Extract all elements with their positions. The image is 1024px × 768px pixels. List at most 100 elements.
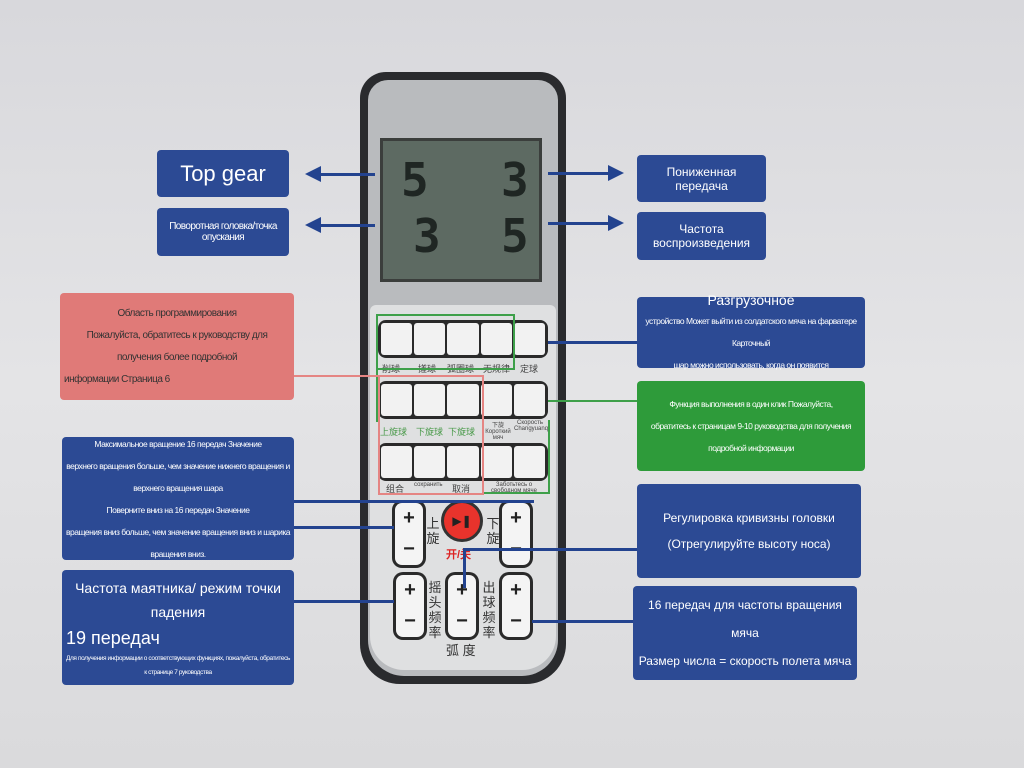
plus-icon: +: [404, 579, 416, 601]
connector-line: [294, 600, 394, 603]
key-label: сохранить: [414, 482, 443, 488]
key-cancel[interactable]: [447, 446, 479, 478]
connector-line: [294, 526, 394, 529]
key-save[interactable]: [414, 446, 446, 478]
minus-icon: −: [403, 538, 415, 560]
programming-title: Область программирования: [117, 307, 237, 319]
plus-icon: +: [403, 507, 415, 529]
unload-text: шар можно использовать, когда он появитс…: [673, 359, 829, 370]
key-push[interactable]: [414, 323, 446, 355]
key-backspin-2[interactable]: [447, 384, 479, 416]
topspin-stepper[interactable]: +−: [392, 500, 426, 568]
oscillation-label: 摇头频率: [428, 580, 442, 640]
swivel-text: Поворотная головка/точка опускания: [169, 221, 277, 243]
key-label: 下旋球: [448, 427, 476, 437]
pendulum-text: Для получения информации о соответствующ…: [66, 654, 290, 676]
plus-icon: +: [510, 507, 522, 529]
low-gear-text: Пониженная передача: [666, 164, 737, 193]
key-free-2[interactable]: [513, 446, 546, 478]
connector-line: [532, 620, 634, 623]
minus-icon: −: [404, 610, 416, 632]
arrow-left-icon: [305, 217, 321, 233]
lcd-top-right: 3: [501, 153, 529, 207]
connector-line: [294, 500, 534, 503]
key-label: 下旋 Короткий мяч: [485, 423, 511, 441]
key-combo[interactable]: [381, 446, 413, 478]
curvature-callout: Регулировка кривизны головки (Отрегулиру…: [637, 484, 861, 578]
programming-text: Пожалуйста, обратитесь к руководству для…: [86, 329, 268, 363]
connector-line: [548, 400, 638, 402]
one-click-frame: [376, 314, 514, 370]
arrow-line: [548, 222, 610, 225]
low-gear-label: Пониженная передача: [637, 155, 766, 202]
key-fixed[interactable]: [513, 323, 546, 355]
oscillation-stepper[interactable]: +−: [393, 572, 427, 640]
one-click-text: Функция выполнения в один клик Пожалуйст…: [669, 399, 833, 409]
lcd-bottom-right: 5: [501, 209, 529, 263]
top-gear-text: Top gear: [180, 160, 266, 186]
key-short[interactable]: [480, 384, 512, 416]
arc-stepper[interactable]: +−: [445, 572, 479, 640]
lcd-display: 5 3 3 5: [380, 138, 542, 282]
key-label: 下旋球: [416, 427, 444, 437]
arrow-left-icon: [305, 166, 321, 182]
key-topspin[interactable]: [381, 384, 413, 416]
key-row-2: [378, 381, 548, 419]
ball-frequency-stepper[interactable]: +−: [499, 572, 533, 640]
play-pause-icon: ▶❚: [452, 514, 472, 528]
key-backspin[interactable]: [414, 384, 446, 416]
arrow-line: [315, 224, 375, 227]
programming-frame: [378, 375, 484, 495]
curvature-text: Регулировка кривизны головки: [663, 511, 835, 525]
frequency-text: Частота воспроизведения: [652, 222, 751, 250]
key-random[interactable]: [480, 323, 512, 355]
speed-callout: 16 передач для частоты вращения мяча Раз…: [633, 586, 857, 680]
pendulum-callout: Частота маятника/ режим точки падения 19…: [62, 570, 294, 685]
arrow-line: [315, 173, 375, 176]
ball-frequency-label: 出球频率: [482, 580, 496, 640]
programming-area-callout: Область программирования Пожалуйста, обр…: [60, 293, 294, 400]
one-click-callout: Функция выполнения в один клик Пожалуйст…: [637, 381, 865, 471]
arrow-right-icon: [608, 165, 624, 181]
frame-line: [513, 314, 515, 370]
lcd-bottom-left: 3: [413, 209, 441, 263]
connector-line: [294, 375, 378, 377]
plus-icon: +: [456, 579, 468, 601]
top-gear-label: Top gear: [157, 150, 289, 197]
pendulum-gears: 19 передач: [66, 627, 160, 648]
key-row-3: [378, 443, 548, 481]
one-click-frame-2: [482, 420, 550, 494]
lcd-top-left: 5: [401, 153, 429, 207]
frame-line: [376, 370, 378, 422]
plus-icon: +: [510, 579, 522, 601]
key-chop[interactable]: [381, 323, 413, 355]
key-label: Скорость Changyuanqi: [514, 420, 550, 432]
speed-text: Размер числа = скорость полета мяча: [638, 654, 852, 668]
spin-text: Максимальное вращение 16 передач Значени…: [94, 438, 262, 449]
unload-callout: Разгрузочное устройство Может выйти из с…: [637, 292, 865, 370]
key-speed[interactable]: [513, 384, 546, 416]
unload-text: устройство Может выйти из солдатского мя…: [645, 315, 857, 348]
key-label: 定球: [520, 364, 539, 374]
swivel-label: Поворотная головка/точка опускания: [157, 208, 289, 256]
pendulum-title: Частота маятника/ режим точки падения: [75, 579, 281, 620]
curvature-text: (Отрегулируйте высоту носа): [667, 537, 831, 551]
programming-text: информации Страница 6: [64, 373, 170, 385]
connector-line: [463, 548, 466, 588]
arc-label: 弧 度: [446, 643, 476, 658]
minus-icon: −: [510, 610, 522, 632]
minus-icon: −: [456, 610, 468, 632]
spin-callout: Максимальное вращение 16 передач Значени…: [62, 437, 294, 560]
backspin-stepper[interactable]: +−: [499, 500, 533, 568]
arrow-right-icon: [608, 215, 624, 231]
key-loop[interactable]: [447, 323, 479, 355]
backspin-label: 下旋: [486, 516, 500, 546]
frequency-label: Частота воспроизведения: [637, 212, 766, 260]
topspin-label: 上旋: [426, 516, 440, 546]
key-free-1[interactable]: [480, 446, 512, 478]
key-label: 上旋球: [380, 427, 408, 437]
one-click-text: обратитесь к страницам 9-10 руководства …: [650, 421, 852, 453]
power-button[interactable]: ▶❚: [441, 500, 483, 542]
key-label: 组合: [386, 484, 405, 494]
connector-line: [463, 548, 638, 551]
